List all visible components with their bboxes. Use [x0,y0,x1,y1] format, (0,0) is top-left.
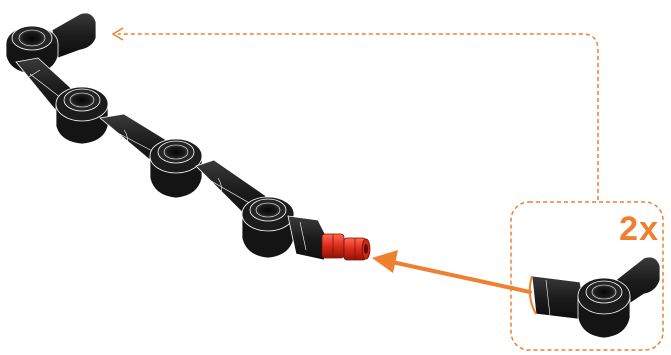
beam-joint-3 [242,197,294,258]
angle-connector-part-icon [530,257,660,338]
quantity-label: 2x [619,212,659,246]
beam-chain-assembly [6,13,328,260]
beam-joint-2 [150,139,202,198]
pin-icon [322,234,370,260]
beam-joint-1 [56,87,108,144]
insert-arrow-icon [372,250,530,292]
